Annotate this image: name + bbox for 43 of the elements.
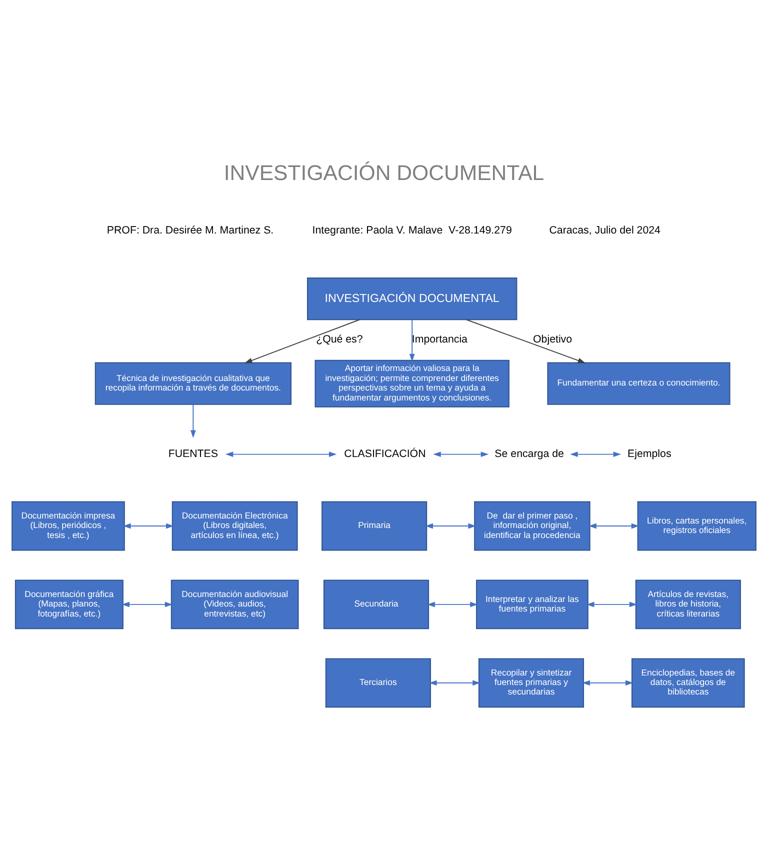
node-box: Recopilar y sintetizar fuentes primarias y secundarias xyxy=(478,658,584,708)
arrow xyxy=(225,452,337,458)
node-box: Secundaria xyxy=(323,580,430,630)
edge-label: ¿Qué es? xyxy=(316,334,363,346)
node-box: Aportar información valiosa para la investigación; permite comprender diferentes perspectivas sobre un tema y ayuda a fundamentar argumentos y conclusiones. xyxy=(314,360,510,408)
node-text: Se encarga de xyxy=(494,448,564,460)
node-box: Artículos de revistas, libros de historia, críticas literarias xyxy=(635,580,741,630)
label: PROF: Dra. Desirée M. Martinez S. xyxy=(106,224,274,236)
node-box: Interpretar y analizar las fuentes primarias xyxy=(476,580,588,630)
node-box: Terciarios xyxy=(325,658,431,708)
arrow xyxy=(588,523,640,529)
node-text: CLASIFICACIÓN xyxy=(344,448,426,460)
arrow xyxy=(409,319,415,362)
arrow xyxy=(582,680,634,686)
node-text: FUENTES xyxy=(168,448,218,460)
arrow xyxy=(586,602,638,608)
arrow xyxy=(427,602,478,608)
arrow xyxy=(425,523,476,529)
arrow xyxy=(244,319,360,364)
node-box: Libros, cartas personales, registros oficiales xyxy=(637,501,756,551)
label: Caracas, Julio del 2024 xyxy=(549,224,660,236)
node-box: Documentación audiovisual (Videos, audios, entrevistas, etc) xyxy=(170,580,299,630)
node-box: Primaria xyxy=(322,501,428,551)
diagram-title: INVESTIGACIÓN DOCUMENTAL xyxy=(224,160,544,185)
node-box: De dar el primer paso , información original, identificar la procedencia xyxy=(474,501,590,551)
arrow xyxy=(190,404,196,438)
label: Integrante: Paola V. Malave V-28.149.279 xyxy=(312,224,512,236)
node-box: Enciclopedias, bases de datos, catálogos de bibliotecas xyxy=(631,658,745,708)
arrow xyxy=(570,452,622,458)
node-box: Fundamentar una certeza o conocimiento. xyxy=(547,362,730,405)
arrow xyxy=(433,452,489,458)
node-box: Técnica de investigación cualitativa que recopila información a través de documentos. xyxy=(94,362,292,405)
node-text: Ejemplos xyxy=(628,448,672,460)
edge-label: Objetivo xyxy=(533,334,572,346)
arrow xyxy=(429,680,480,686)
arrow xyxy=(123,523,174,529)
node-box: INVESTIGACIÓN DOCUMENTAL xyxy=(307,278,518,320)
arrow xyxy=(122,602,173,608)
node-box: Documentación Electrónica (Libros digitales, artículos en línea, etc.) xyxy=(172,501,298,551)
arrow xyxy=(466,319,586,364)
edge-label: Importancia xyxy=(412,334,468,346)
node-box: Documentación impresa (Libros, periódicos , tesis , etc.) xyxy=(12,501,125,551)
node-box: Documentación gráfica (Mapas, planos, fotografías, etc.) xyxy=(14,580,124,630)
